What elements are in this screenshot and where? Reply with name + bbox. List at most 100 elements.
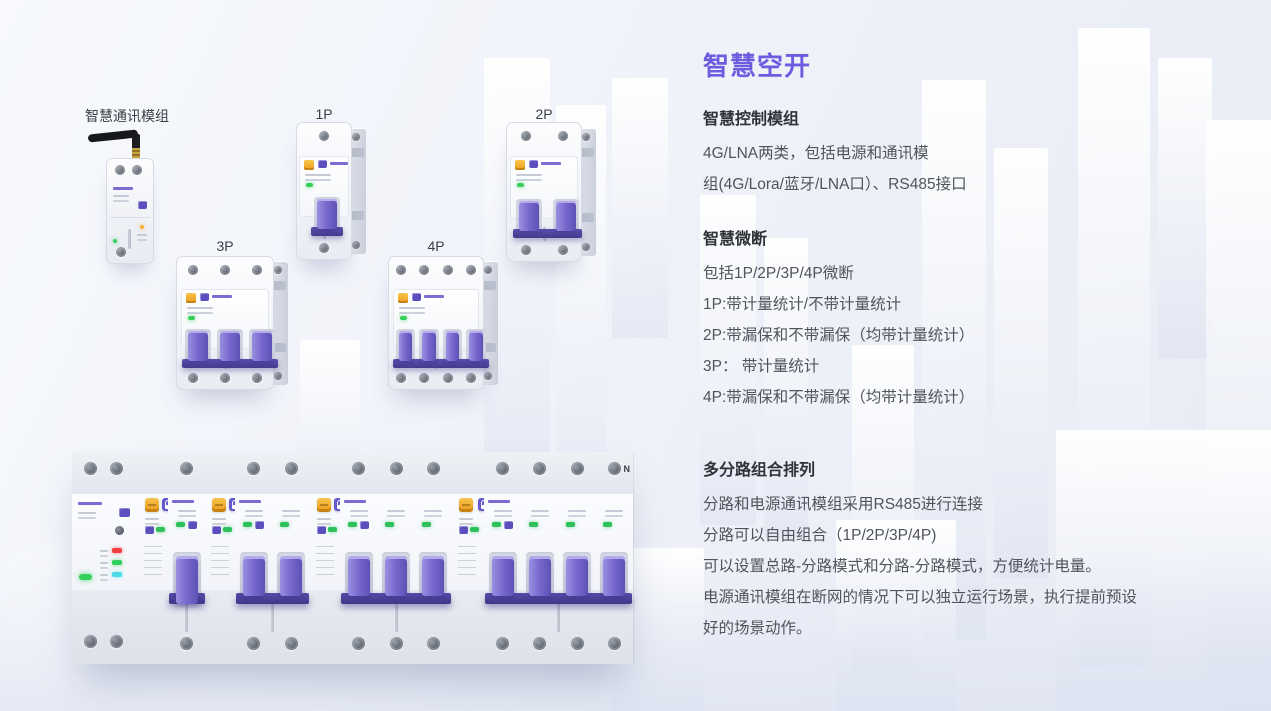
section-multi-branch: 多分路组合排列 分路和电源通讯模组采用RS485进行连接 分路可以自由组合（1P…: [703, 456, 1203, 644]
toggle-row: [484, 546, 633, 604]
breaker-body: [388, 256, 489, 390]
status-pill: [156, 527, 165, 532]
spec-text: [424, 510, 443, 512]
status-led-cyan: [112, 572, 122, 577]
breaker-body: [506, 122, 583, 262]
rocker-bar: [484, 593, 633, 604]
spec-text: [398, 306, 425, 309]
status-led: [306, 182, 314, 187]
antenna-icon: [87, 129, 139, 143]
unit-bottom: [310, 590, 340, 664]
screw-icon: [442, 265, 453, 275]
screw-icon: [419, 265, 430, 275]
brand-chip: [199, 292, 209, 301]
toggle-handle: [280, 556, 303, 596]
din-notch: [350, 211, 364, 221]
bg-tower: [700, 195, 756, 525]
brand-chip: [254, 521, 264, 529]
screw-icon: [319, 243, 329, 253]
brand-mark: [488, 500, 510, 503]
case-slit: [271, 600, 274, 632]
section-line: 组(4G/Lora/蓝牙/LNA口）、RS485接口: [703, 176, 967, 193]
spec-text: [568, 510, 587, 512]
brand-mark: [113, 187, 133, 190]
spec-text: [349, 510, 368, 512]
screw-icon: [284, 462, 298, 475]
breaker-body: [176, 256, 278, 390]
antenna-connector: [132, 148, 140, 159]
brand-mark: [540, 162, 561, 166]
assembly-unit-control-module: [205, 452, 242, 664]
screw-icon: [352, 637, 366, 650]
breaker-face: [180, 288, 278, 368]
screw-icon: [582, 132, 590, 141]
screw-icon: [188, 373, 198, 383]
brand-chip: [459, 526, 468, 534]
section-line: 1P:带计量统计/不带计量统计: [703, 296, 902, 313]
din-notch: [272, 281, 286, 291]
din-notch: [350, 147, 364, 157]
screw-icon: [110, 462, 123, 475]
brand-mark: [239, 500, 261, 503]
unit-bottom: [138, 590, 168, 664]
unit-face: [72, 494, 138, 590]
case-slit: [394, 600, 398, 632]
status-pill: [491, 522, 501, 527]
test-button: [459, 498, 473, 512]
status-pill: [566, 522, 576, 527]
toggle-handle: [469, 330, 483, 361]
screw-icon: [180, 637, 193, 650]
screw-icon: [570, 462, 584, 475]
screw-icon: [496, 637, 510, 650]
section-line: 4G/LNA两类，包括电源和通讯模: [703, 145, 929, 162]
status-pill: [603, 522, 613, 527]
screw-icon: [352, 462, 366, 475]
product-comm-module: [87, 126, 158, 266]
spec-text: [186, 306, 213, 309]
status-pill: [347, 522, 357, 527]
toggle-row: [181, 324, 278, 368]
toggle-handle: [528, 556, 551, 596]
brand-chip: [528, 160, 538, 169]
section-line: 包括1P/2P/3P/4P微断: [703, 265, 854, 282]
screw-icon: [84, 462, 97, 475]
brand-mark: [78, 502, 102, 505]
screw-icon: [252, 265, 262, 275]
section-control-module: 智慧控制模组 4G/LNA两类，包括电源和通讯模 组(4G/Lora/蓝牙/LN…: [703, 105, 1203, 200]
brand-mark: [423, 294, 444, 298]
circuit-diagram-icon: [211, 540, 229, 578]
label-comm-module: 智慧通讯模组: [85, 108, 169, 124]
screw-icon: [419, 373, 430, 383]
din-notch: [580, 148, 594, 158]
spec-text: [212, 518, 226, 520]
unit-face: [205, 494, 242, 590]
section-heading: 多分路组合排列: [703, 462, 816, 479]
screw-icon: [442, 373, 453, 383]
circuit-diagram-icon: [144, 540, 162, 578]
unit-top-cap: [310, 452, 340, 494]
spec-text: [137, 234, 147, 236]
case-slit: [185, 600, 188, 632]
rocker-bar: [340, 593, 452, 604]
screw-icon: [395, 265, 406, 275]
assembly-unit-breaker-group: [235, 452, 311, 664]
screw-icon: [607, 637, 621, 650]
bg-tower: [764, 238, 808, 538]
din-notch: [482, 342, 496, 352]
toggle-handle: [398, 330, 413, 361]
brand-mark: [172, 500, 194, 503]
rocker-bar: [181, 358, 278, 368]
spec-text: [515, 174, 542, 177]
circuit-diagram-icon: [458, 540, 476, 578]
antenna-elbow: [132, 134, 140, 149]
section-line: 3P： 带计量统计: [703, 358, 820, 375]
label-3p: 3P: [216, 238, 234, 254]
case-slit: [557, 600, 560, 632]
rocker-bar: [311, 227, 344, 237]
screw-icon: [220, 373, 230, 383]
status-pill: [175, 522, 185, 527]
label-1p: 1P: [315, 106, 333, 122]
unit-top-cap: [72, 452, 138, 494]
breaker-face: [392, 288, 489, 368]
screw-icon: [352, 132, 360, 141]
